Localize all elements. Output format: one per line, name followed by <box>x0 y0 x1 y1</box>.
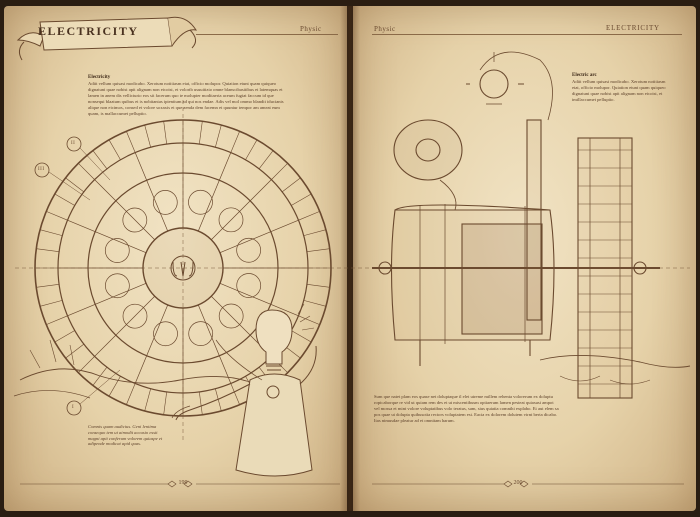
page-number-left: 199 <box>178 480 188 486</box>
callout-circle-i <box>66 400 82 416</box>
body-text: Sum que natet plam eos quase net dolupta… <box>374 394 559 423</box>
callout-label-iii: III <box>38 167 45 172</box>
intro-block: Electricity Adiit vellum quisasi modicab… <box>88 74 284 117</box>
right-header-label: Physic <box>374 25 396 33</box>
callout-label-i: I <box>72 405 75 410</box>
paddle-frame-icon <box>539 137 691 399</box>
left-header-label: Physic <box>300 25 322 33</box>
header-rule-right <box>372 34 682 35</box>
figure-caption: Comnis quam audicius. Geni lentima conse… <box>88 424 163 447</box>
side-heading: Electric arc <box>572 73 597 78</box>
footer-ornament-left <box>20 480 340 488</box>
callout-circle-iii <box>34 162 50 178</box>
header-rule-left <box>196 34 338 35</box>
banner-title: ELECTRICITY <box>38 24 139 38</box>
book-gutter <box>340 6 360 511</box>
bulb-figure-icon <box>171 303 317 477</box>
right-header-title: ELECTRICITY <box>606 24 660 32</box>
intro-heading: Electricity <box>88 75 111 80</box>
callout-circle-ii <box>66 136 82 152</box>
callout-label-ii: II <box>71 141 76 146</box>
side-text: Adiit vellum quisasi modicabo. Xerotum n… <box>572 79 666 102</box>
side-note-block: Electric arc Adiit vellum quisasi modica… <box>572 72 668 103</box>
right-page <box>353 6 696 511</box>
page-number-right: 200 <box>513 480 523 486</box>
ribbon-banner-icon <box>16 16 198 61</box>
intro-text: Adiit vellum quisasi modicabo. Xerotum n… <box>88 81 284 116</box>
footer-ornament-right <box>372 480 684 488</box>
barrel-generator-icon <box>372 51 660 366</box>
